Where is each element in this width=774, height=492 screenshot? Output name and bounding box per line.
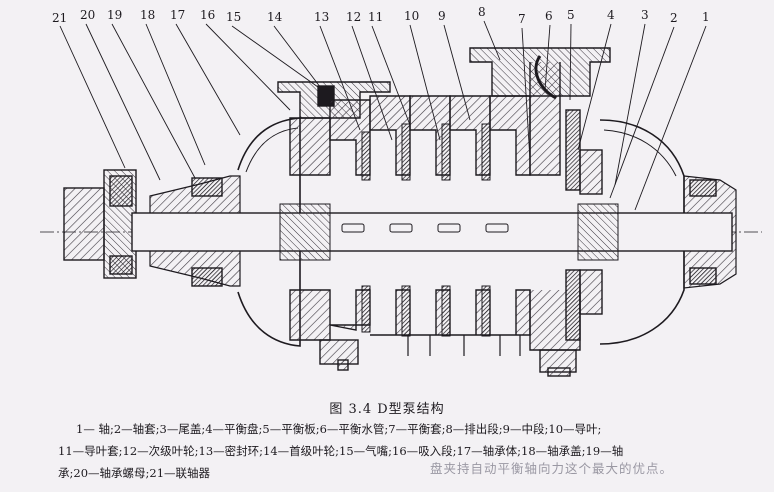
part-number-6: 6 [545, 9, 553, 23]
part-number-12: 12 [346, 10, 361, 24]
part-number-13: 13 [314, 10, 329, 24]
part-number-1: 1 [702, 10, 710, 24]
part-number-10: 10 [404, 9, 419, 23]
part-number-18: 18 [140, 8, 155, 22]
parts-legend: 1— 轴;2—轴套;3—尾盖;4—平衡盘;5—平衡板;6—平衡水管;7—平衡套;… [0, 418, 774, 484]
figure-caption: 图 3.4 D型泵结构 [329, 402, 445, 417]
part-number-3: 3 [641, 8, 649, 22]
pump-cross-section-drawing: 21 20 19 18 17 16 15 14 13 12 11 10 9 8 … [40, 5, 762, 377]
part-number-9: 9 [438, 9, 446, 23]
part-number-8: 8 [478, 5, 486, 19]
part-number-19: 19 [107, 8, 122, 22]
part-number-21: 21 [52, 11, 67, 25]
legend-line-2: 11—导叶套;12—次级叶轮;13—密封环;14—首级叶轮;15—气嘴;16—吸… [58, 444, 624, 458]
part-number-11: 11 [368, 10, 383, 24]
part-number-2: 2 [670, 11, 678, 25]
part-number-5: 5 [567, 8, 575, 22]
part-number-labels: 21 20 19 18 17 16 15 14 13 12 11 10 9 8 … [52, 5, 710, 26]
pump-body [40, 47, 762, 377]
part-number-14: 14 [267, 10, 283, 24]
part-number-15: 15 [226, 10, 241, 24]
legend-line-1: 1— 轴;2—轴套;3—尾盖;4—平衡盘;5—平衡板;6—平衡水管;7—平衡套;… [76, 422, 602, 436]
part-number-20: 20 [80, 8, 95, 22]
legend-line-3: 承;20—轴承螺母;21—联轴器 [58, 466, 211, 480]
bleed-through-text: 盘夹持自动平衡轴向力这个最大的优点。 [430, 461, 674, 476]
part-number-4: 4 [607, 8, 615, 22]
part-number-7: 7 [518, 12, 526, 26]
part-number-17: 17 [170, 8, 185, 22]
part-number-16: 16 [200, 8, 215, 22]
